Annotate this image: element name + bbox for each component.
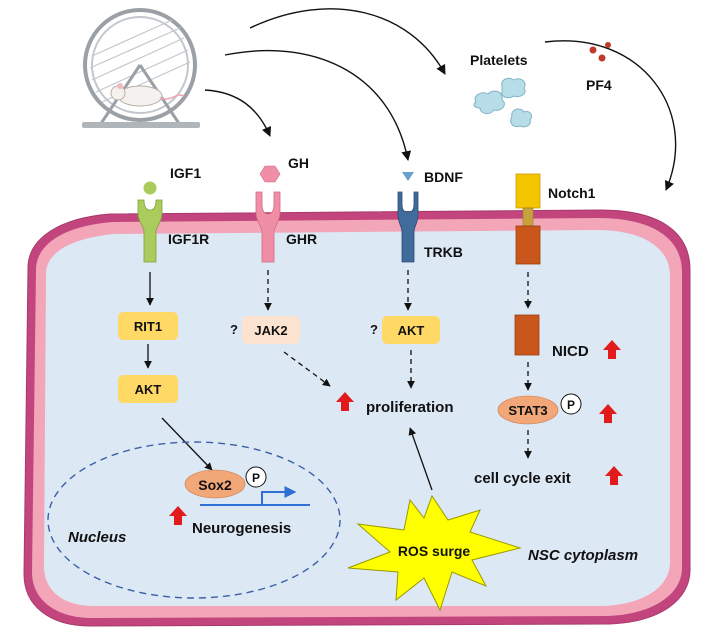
akt-question-mark: ? (370, 322, 378, 337)
trkb-label: TRKB (424, 244, 463, 260)
notch1-label: Notch1 (548, 185, 596, 201)
stat3-phospho-label: P (567, 398, 575, 412)
arrow-ros-proliferation (408, 427, 433, 491)
nucleus-boundary (47, 441, 341, 599)
ghr-receptor (255, 191, 281, 263)
platelets-label: Platelets (470, 52, 528, 68)
akt-mid-label: AKT (398, 323, 425, 338)
nicd-label: NICD (552, 343, 589, 360)
trkb-receptor (397, 191, 419, 263)
jak2-box (242, 316, 300, 344)
sox2-phospho-circle (245, 466, 267, 488)
proliferation-label: proliferation (366, 399, 454, 416)
akt-mid-box (382, 316, 440, 344)
rit1-box (118, 312, 178, 340)
platelets-icon (473, 77, 533, 128)
exercise-arrows (204, 8, 677, 191)
pf4-label: PF4 (586, 77, 612, 93)
stat3-phospho-circle (560, 393, 582, 415)
bdnf-ligand-icon (402, 172, 414, 181)
sox2-label: Sox2 (198, 477, 232, 493)
ghr-label: GHR (286, 231, 317, 247)
jak2-label: JAK2 (254, 323, 287, 338)
akt-left-box (118, 375, 178, 403)
arrow-jak2-proliferation (283, 351, 331, 387)
cell-membrane (23, 209, 691, 627)
neurogenesis-label: Neurogenesis (192, 520, 291, 537)
stat3-oval (497, 395, 559, 425)
rit1-label: RIT1 (134, 319, 162, 334)
nucleus-label: Nucleus (68, 529, 126, 546)
notch1-receptor (515, 173, 541, 265)
gh-ligand-icon (259, 165, 281, 183)
ros-surge-star (347, 494, 522, 612)
sox2-phospho-label: P (252, 471, 260, 485)
bdnf-label: BDNF (424, 169, 463, 185)
nsc-cytoplasm-label: NSC cytoplasm (528, 547, 638, 564)
igf1-label: IGF1 (170, 165, 201, 181)
gene-promoter-icon (200, 486, 310, 506)
igf1r-receptor (137, 199, 163, 263)
cytoplasm (44, 230, 670, 606)
igf1r-label: IGF1R (168, 231, 209, 247)
pf4-dots-icon (589, 42, 611, 62)
stat3-label: STAT3 (508, 403, 547, 418)
gh-label: GH (288, 155, 309, 171)
igf1-ligand-icon (143, 181, 157, 195)
running-wheel-mouse-icon (82, 8, 200, 128)
arrow-akt-sox2 (161, 417, 213, 471)
akt-left-label: AKT (135, 382, 162, 397)
nicd-block (514, 314, 540, 356)
jak2-question-mark: ? (230, 322, 238, 337)
sox2-oval (184, 469, 246, 499)
cell-cycle-exit-label: cell cycle exit (474, 470, 571, 487)
ros-surge-label: ROS surge (398, 543, 471, 559)
